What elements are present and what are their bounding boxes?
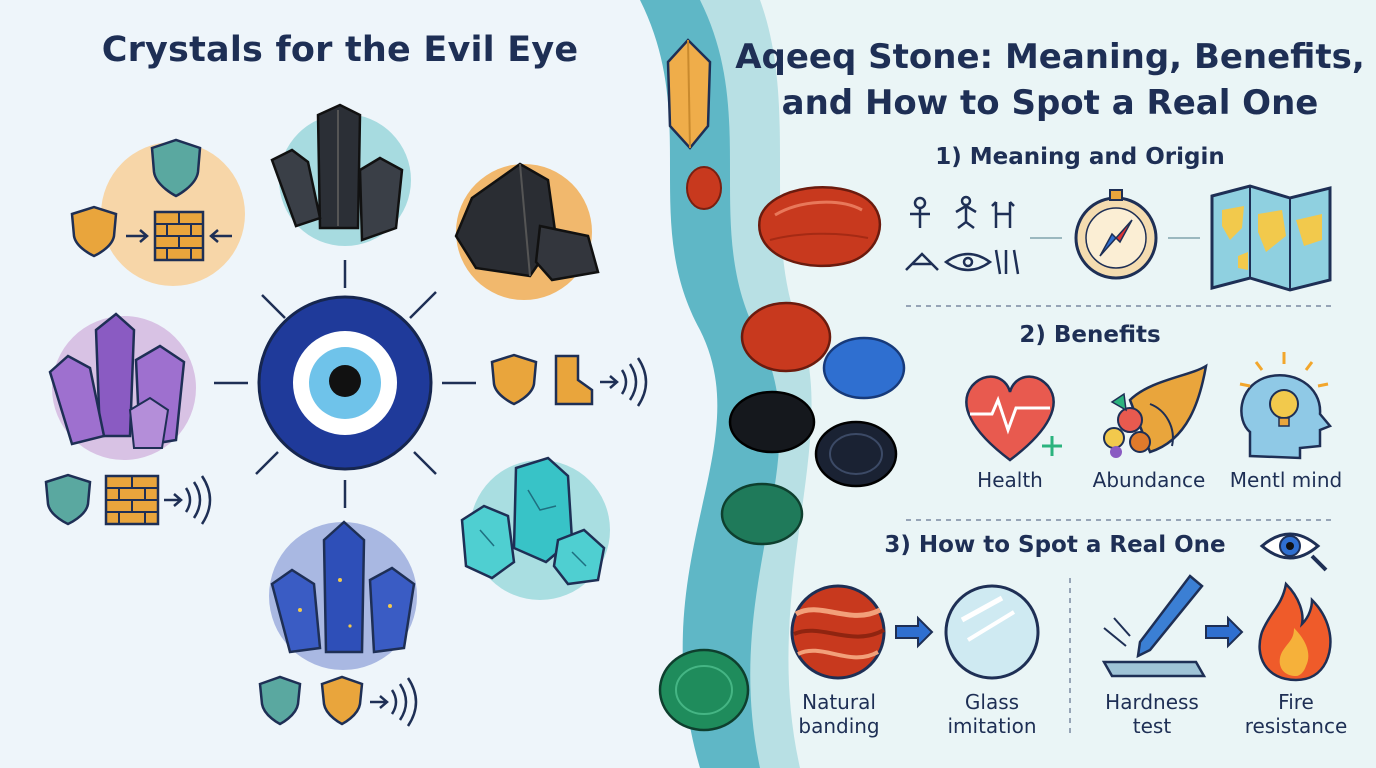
brick-wall-icon: [104, 474, 160, 526]
spot-label-glass-imitation: Glass imitation: [936, 690, 1048, 738]
citrine-point-icon: [666, 38, 712, 150]
glass-sphere-icon: [944, 584, 1040, 680]
spot-label-fire-resistance: Fire resistance: [1238, 690, 1354, 738]
banded-stone-icon: [790, 584, 886, 680]
eye-magnifier-icon: [1259, 532, 1328, 572]
spot-label-line: test: [1132, 714, 1172, 738]
world-map-icon: [1210, 184, 1332, 292]
sound-wave-icon: [600, 357, 648, 407]
arrow-icon: [1205, 615, 1244, 649]
spot-label-line: Hardness: [1105, 690, 1199, 714]
compass-icon: [1074, 189, 1158, 280]
right-title-line1: Aqeeq Stone: Meaning, Benefits,: [735, 37, 1365, 77]
turquoise-icon: [460, 456, 610, 600]
benefits-heading: 2) Benefits: [1019, 322, 1161, 348]
spot-label-line: Glass: [964, 690, 1020, 714]
shield-icon: [150, 138, 202, 198]
lapis-lazuli-icon: [269, 520, 417, 670]
citrine-group: [70, 138, 245, 286]
shield-icon: [70, 205, 118, 258]
spot-label-line: imitation: [947, 714, 1037, 738]
evil-eye-icon: [257, 295, 433, 471]
black-tourmaline-icon: [270, 103, 411, 246]
heart-pulse-icon: [965, 375, 1062, 462]
left-protection-row: [44, 473, 212, 526]
right-title-line2: and How to Spot a Real One: [781, 83, 1319, 123]
spot-heading: 3) How to Spot a Real One: [884, 532, 1226, 558]
obsidian-icon: [454, 162, 600, 300]
shield-icon: [258, 675, 302, 726]
spot-label-line: banding: [798, 714, 880, 738]
spot-label-hardness-test: Hardness test: [1096, 690, 1208, 738]
deflect-arrow-icon: [126, 229, 232, 243]
head-lightbulb-icon: [1239, 352, 1333, 460]
benefit-label-abundance: Abundance: [1092, 468, 1206, 492]
spot-label-line: resistance: [1244, 714, 1348, 738]
spot-label-natural-banding: Natural banding: [784, 690, 894, 738]
bottom-protection-row: [258, 675, 418, 727]
spot-label-line: Natural: [802, 690, 876, 714]
ancient-symbols-icon: [905, 195, 1020, 275]
benefit-label-health: Health: [977, 468, 1043, 492]
connector-lines: [214, 260, 476, 508]
brick-wall-icon: [554, 354, 594, 406]
wave-stones: [658, 38, 906, 732]
right-protection-row: [490, 353, 648, 407]
benefit-label-mind: Mentl mind: [1229, 468, 1343, 492]
cornucopia-icon: [1103, 363, 1208, 458]
carnelian-stone-icon: [758, 186, 882, 268]
shield-icon: [320, 675, 364, 726]
left-title: Crystals for the Evil Eye: [101, 30, 579, 70]
spot-label-line: Fire: [1278, 690, 1314, 714]
right-title: Aqeeq Stone: Meaning, Benefits, and How …: [730, 34, 1370, 126]
meaning-heading: 1) Meaning and Origin: [935, 144, 1225, 170]
scratch-pen-icon: [1101, 574, 1207, 678]
shield-icon: [44, 473, 92, 526]
sound-wave-icon: [164, 475, 212, 525]
brick-wall-icon: [153, 210, 205, 262]
amethyst-icon: [48, 312, 196, 460]
shield-icon: [490, 353, 538, 406]
flame-icon: [1258, 581, 1332, 682]
arrow-icon: [895, 615, 934, 649]
sound-wave-icon: [370, 677, 418, 727]
